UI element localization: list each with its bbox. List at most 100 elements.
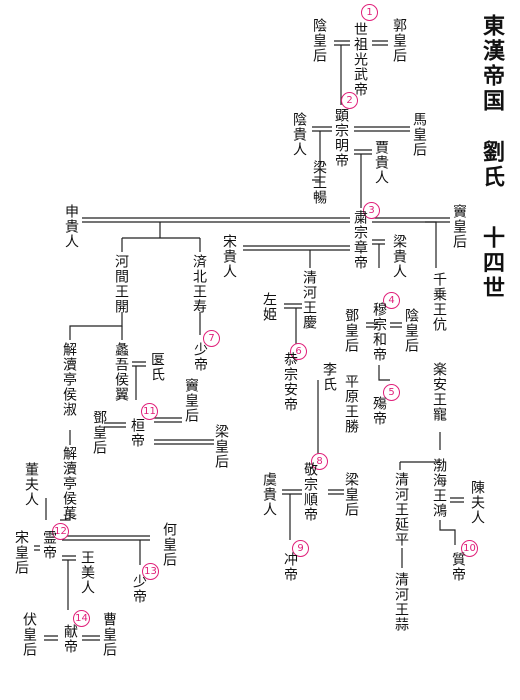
marriage-line — [82, 217, 350, 223]
person-yin-empress-2: 陰皇后 — [403, 308, 419, 353]
emperor-number-badge: 3 — [363, 202, 380, 219]
emperor-name: 顕宗明帝 — [333, 108, 349, 168]
person-zuo-ji: 左姫 — [261, 292, 277, 322]
emperor-name: 少帝 — [192, 342, 208, 372]
title-generations: 十四世 — [479, 226, 505, 301]
marriage-line — [154, 439, 214, 445]
emperor-name: 殤帝 — [371, 396, 387, 426]
emperor-number-badge: 13 — [142, 563, 159, 580]
person-fu-empress: 伏皇后 — [21, 612, 37, 657]
marriage-line — [328, 489, 344, 495]
person-prince-qinghe-suan: 清河王蒜 — [393, 572, 409, 632]
emperor-number-badge: 1 — [361, 4, 378, 21]
person-dou-empress-2: 竇皇后 — [183, 378, 199, 423]
person-prince-qinghe-qing: 清河王慶 — [301, 270, 317, 330]
marriage-line — [450, 497, 464, 503]
emperor-number-badge: 14 — [73, 610, 90, 627]
person-chen-lady: 陳夫人 — [469, 480, 485, 525]
descent-line — [439, 520, 456, 545]
person-prince-hejian-kai: 河間王開 — [113, 254, 129, 314]
person-cao-empress: 曹皇后 — [101, 612, 117, 657]
person-liang-empress-2: 梁皇后 — [343, 472, 359, 517]
person-marquis-jiedu-chang: 解瀆亭侯萇 — [61, 446, 77, 521]
marriage-line — [372, 239, 385, 245]
marriage-line — [372, 40, 388, 46]
emperor-number-badge: 7 — [203, 330, 220, 347]
person-deng-empress: 鄧皇后 — [343, 308, 359, 353]
person-dou-empress: 竇皇后 — [451, 204, 467, 249]
person-prince-jibei-shou: 済北王寿 — [191, 254, 207, 314]
marriage-line — [354, 149, 372, 155]
person-prince-qinghe-yanping: 清河王延平 — [393, 472, 409, 547]
marriage-line — [354, 126, 410, 132]
person-shen-noble-lady: 申貴人 — [63, 204, 79, 249]
marriage-line — [312, 126, 332, 132]
marriage-line — [390, 322, 402, 328]
emperor-name: 質帝 — [450, 552, 466, 582]
person-liang-empress-1: 梁皇后 — [213, 424, 229, 469]
emperor-name: 冲帝 — [282, 552, 298, 582]
marriage-line — [284, 303, 302, 309]
person-guo-empress: 郭皇后 — [391, 18, 407, 63]
emperor-name: 少帝 — [131, 574, 147, 604]
person-he-empress: 何皇后 — [161, 522, 177, 567]
emperor-name: 恭宗安帝 — [282, 352, 298, 412]
descent-line — [121, 238, 201, 252]
person-prince-liang-chang: 梁王暢 — [311, 160, 327, 205]
descent-line — [378, 365, 390, 381]
person-prince-pingyuan-sheng: 平原王勝 — [343, 374, 359, 434]
marriage-line — [62, 555, 76, 561]
emperor-name: 穆宗和帝 — [371, 302, 387, 362]
emperor-number-badge: 10 — [461, 540, 478, 557]
emperor-name: 桓帝 — [129, 418, 145, 448]
marriage-line — [104, 422, 126, 428]
title-dynasty: 東漢帝国 — [479, 14, 505, 114]
emperor-number-badge: 9 — [292, 540, 309, 557]
person-song-empress: 宋皇后 — [13, 530, 29, 575]
person-song-noble-lady: 宋貴人 — [221, 234, 237, 279]
marriage-line — [62, 535, 150, 541]
emperor-name: 敬宗順帝 — [302, 462, 318, 522]
marriage-line — [372, 217, 450, 223]
title-clan: 劉氏 — [479, 140, 505, 190]
descent-line — [60, 510, 71, 521]
descent-line — [312, 131, 321, 181]
emperor-number-badge: 11 — [141, 403, 158, 420]
emperor-number-badge: 5 — [383, 384, 400, 401]
emperor-number-badge: 8 — [311, 453, 328, 470]
marriage-line — [282, 489, 302, 495]
person-deng-empress-2: 鄧皇后 — [91, 410, 107, 455]
emperor-number-badge: 6 — [290, 343, 307, 360]
emperor-number-badge: 2 — [341, 92, 358, 109]
person-ma-empress: 馬皇后 — [411, 112, 427, 157]
marriage-line — [366, 322, 378, 328]
person-prince-bohai-hong: 渤海王鴻 — [431, 458, 447, 518]
person-yin-noble-lady: 陰貴人 — [291, 112, 307, 157]
person-wang-beauty: 王美人 — [79, 550, 95, 595]
emperor-name: 世祖光武帝 — [352, 22, 368, 97]
person-yin-empress: 陰皇后 — [311, 18, 327, 63]
marriage-line — [243, 245, 350, 251]
emperor-name: 霊帝 — [41, 530, 57, 560]
emperor-name: 献帝 — [62, 624, 78, 654]
person-yu-noble-lady: 虞貴人 — [261, 472, 277, 517]
emperor-name: 粛宗章帝 — [352, 210, 368, 270]
marriage-line — [34, 545, 40, 551]
marriage-line — [334, 40, 350, 46]
marriage-line — [82, 635, 100, 641]
emperor-number-badge: 12 — [52, 523, 69, 540]
marriage-line — [44, 635, 58, 641]
person-marquis-liwu-yi: 蠡吾侯翼 — [113, 342, 129, 402]
descent-line — [425, 221, 437, 268]
marriage-line — [154, 417, 182, 423]
person-li-shi: 李氏 — [321, 362, 337, 392]
emperor-number-badge: 4 — [383, 292, 400, 309]
person-yan-shi: 匽氏 — [149, 352, 165, 382]
person-prince-qiancheng-kang: 千乗王伉 — [431, 272, 447, 332]
descent-line — [69, 312, 123, 340]
person-dong-lady: 董夫人 — [23, 462, 39, 507]
marriage-line — [132, 361, 146, 367]
person-prince-lean-chong: 楽安王寵 — [431, 362, 447, 422]
person-liang-noble-lady: 梁貴人 — [391, 234, 407, 279]
